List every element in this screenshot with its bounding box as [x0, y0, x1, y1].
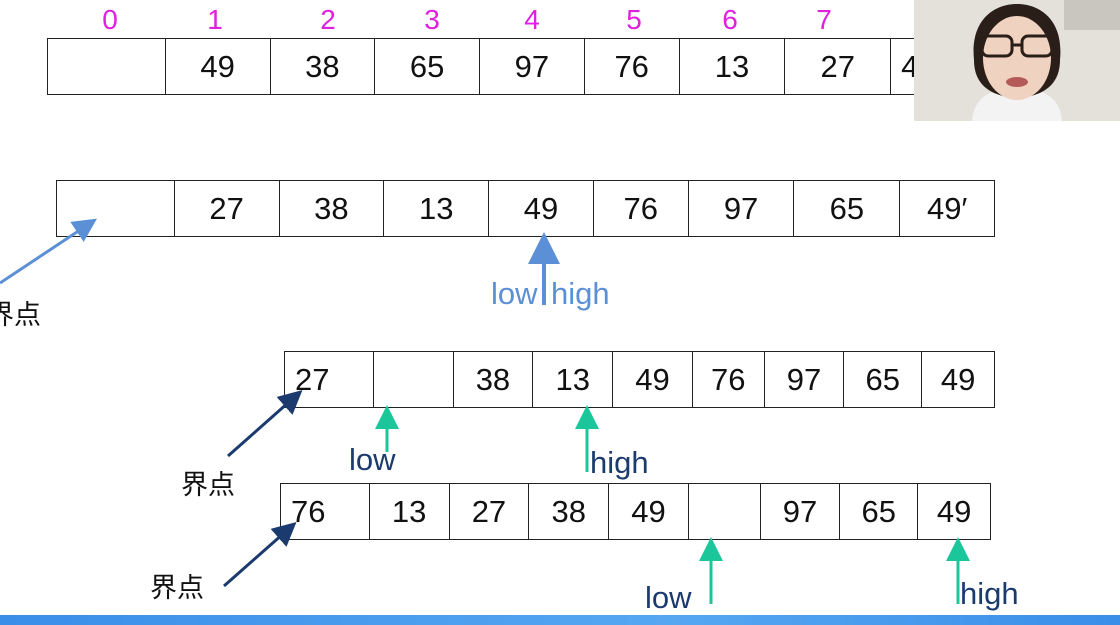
index-label-5: 5	[626, 4, 642, 35]
index-label-0: 0	[102, 4, 118, 35]
array-cell: 49	[921, 352, 994, 407]
index-label-1: 1	[207, 4, 223, 35]
array-cell: 65	[839, 484, 917, 539]
array-row-4: 76 13 27 38 49 97 65 49	[280, 483, 991, 540]
array-row-2: 27 38 13 49 76 97 65 49′	[56, 180, 995, 237]
array-cell: 76	[592, 181, 688, 236]
array-cell: 27	[448, 484, 529, 539]
row3-pivot-label: 界点	[181, 470, 235, 501]
array-cell: 49	[612, 352, 692, 407]
array-cell: 76	[291, 493, 326, 529]
array-cell: 49	[917, 484, 990, 539]
row2-pivot-arrow	[0, 218, 98, 285]
array-cell: 65	[843, 352, 921, 407]
row2-pivot-label: 界点	[0, 300, 41, 331]
array-cell: 97	[479, 39, 584, 94]
index-label-3: 3	[424, 4, 440, 35]
row4-pivot-arrow	[223, 522, 297, 588]
row3-pivot-arrow	[227, 390, 303, 458]
presenter-icon	[914, 0, 1120, 121]
array-cell: 49	[608, 484, 688, 539]
array-cell: 38	[528, 484, 608, 539]
array-cell: 65	[374, 39, 479, 94]
array-cell: 49′	[899, 181, 994, 236]
array-cell: 13	[368, 484, 449, 539]
array-cell: 76	[691, 352, 764, 407]
array-cell: 76	[583, 39, 679, 94]
array-cell: 49	[164, 39, 270, 94]
array-cell: 13	[383, 181, 488, 236]
array-cell: 97	[687, 181, 794, 236]
row4-high-label: high	[960, 576, 1019, 611]
array-cell: 27	[173, 181, 279, 236]
index-label-7: 7	[816, 4, 832, 35]
bottom-progress-bar	[0, 615, 1120, 625]
array-cell: 49	[488, 181, 593, 236]
index-label-6: 6	[722, 4, 738, 35]
index-label-2: 2	[320, 4, 336, 35]
array-cell: 38	[278, 181, 384, 236]
array-row-3: 27 38 13 49 76 97 65 49	[284, 351, 995, 408]
array-cell: 97	[763, 352, 844, 407]
array-cell: 38	[452, 352, 533, 407]
array-row-1: 49 38 65 97 76 13 27 4	[47, 38, 947, 95]
array-cell: 97	[759, 484, 840, 539]
row4-pivot-label: 界点	[150, 573, 204, 604]
array-cell	[372, 352, 453, 407]
row3-low-label: low	[349, 442, 396, 477]
row4-low-label: low	[645, 580, 692, 615]
row2-low-label: low	[491, 276, 538, 311]
array-cell	[687, 484, 760, 539]
array-cell: 13	[532, 352, 612, 407]
array-cell: 38	[269, 39, 375, 94]
array-cell: 65	[793, 181, 899, 236]
array-cell: 13	[678, 39, 785, 94]
row3-high-label: high	[590, 445, 649, 480]
array-cell: 27	[784, 39, 890, 94]
presenter-webcam	[914, 0, 1120, 121]
row2-high-label: high	[551, 276, 610, 311]
index-label-4: 4	[524, 4, 540, 35]
